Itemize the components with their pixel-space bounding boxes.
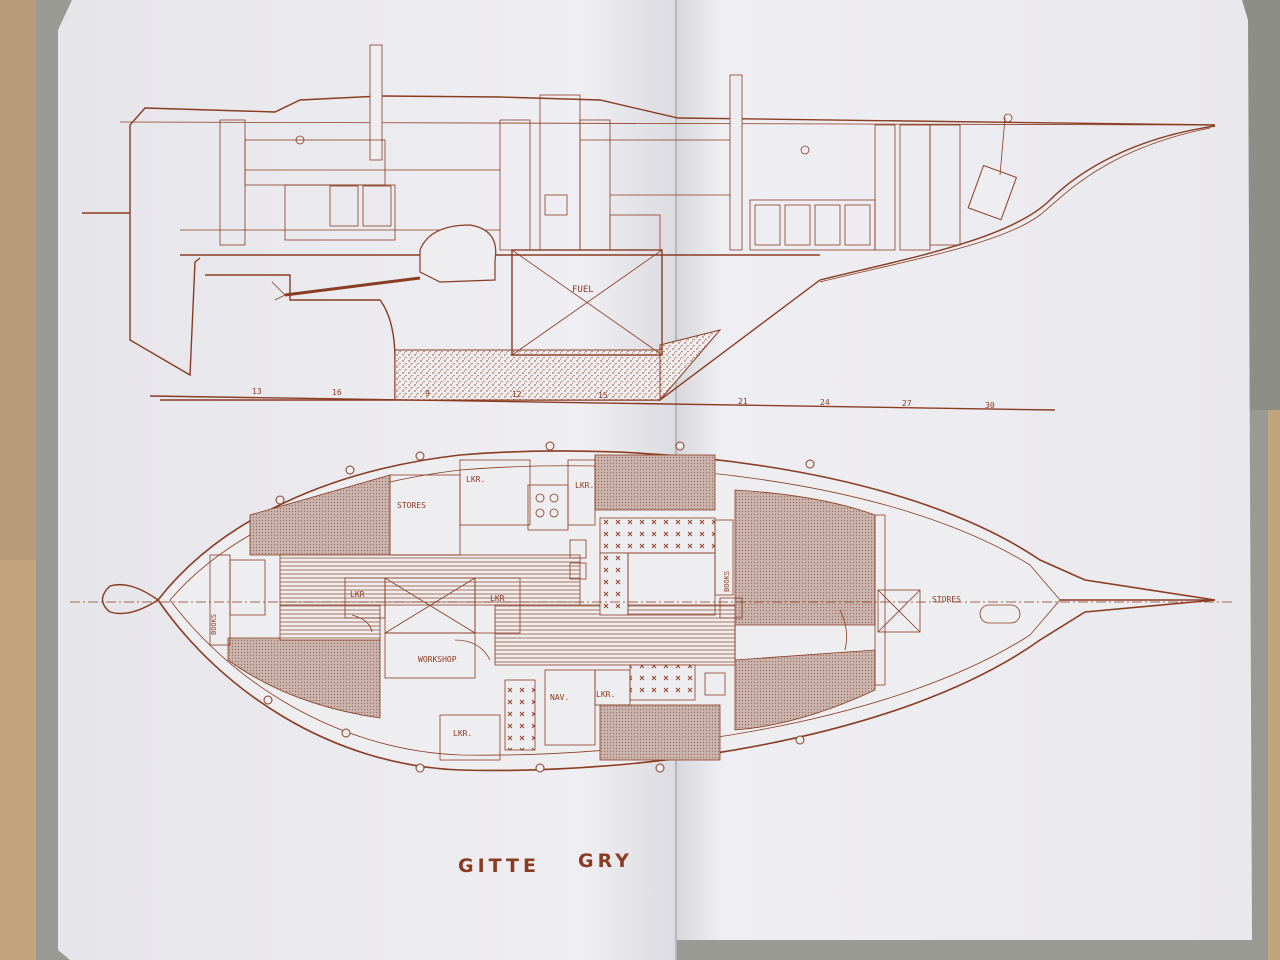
scale-9: 9 — [425, 389, 430, 398]
label-lkr-bottom1: LKR. — [596, 690, 615, 699]
scale-30: 30 — [985, 401, 995, 410]
plan-labels: STORES LKR. LKR. LKR LKR WORKSHOP BOOKS … — [210, 475, 961, 738]
scale-15: 15 — [598, 391, 608, 400]
label-books-left: BOOKS — [210, 614, 218, 635]
label-lkr-mid2: LKR — [490, 594, 505, 603]
scale-13: 13 — [252, 387, 262, 396]
label-workshop: WORKSHOP — [418, 655, 457, 664]
scale-labels: 13 16 9 12 15 21 24 27 30 — [252, 387, 995, 410]
fuel-label: FUEL — [572, 285, 594, 295]
label-nav: NAV. — [550, 693, 569, 702]
label-lkr-top2: LKR. — [575, 481, 594, 490]
title-left: GITTE — [458, 855, 540, 877]
label-stores-bow: STORES — [932, 595, 961, 604]
label-books-right: BOOKS — [723, 571, 731, 592]
label-stores-port: STORES — [397, 501, 426, 510]
profile-drawing: FUEL — [82, 44, 1216, 411]
label-lkr-mid1: LKR — [350, 590, 365, 599]
label-lkr-bottom2: LKR. — [453, 729, 472, 738]
label-lkr-top: LKR. — [466, 475, 485, 484]
plan-drawing — [70, 441, 1235, 773]
scale-16: 16 — [332, 388, 342, 397]
scale-12: 12 — [512, 390, 522, 399]
title-right: GRY — [578, 850, 633, 872]
scale-27: 27 — [902, 399, 912, 408]
scale-24: 24 — [820, 398, 830, 407]
scale-21: 21 — [738, 397, 748, 406]
